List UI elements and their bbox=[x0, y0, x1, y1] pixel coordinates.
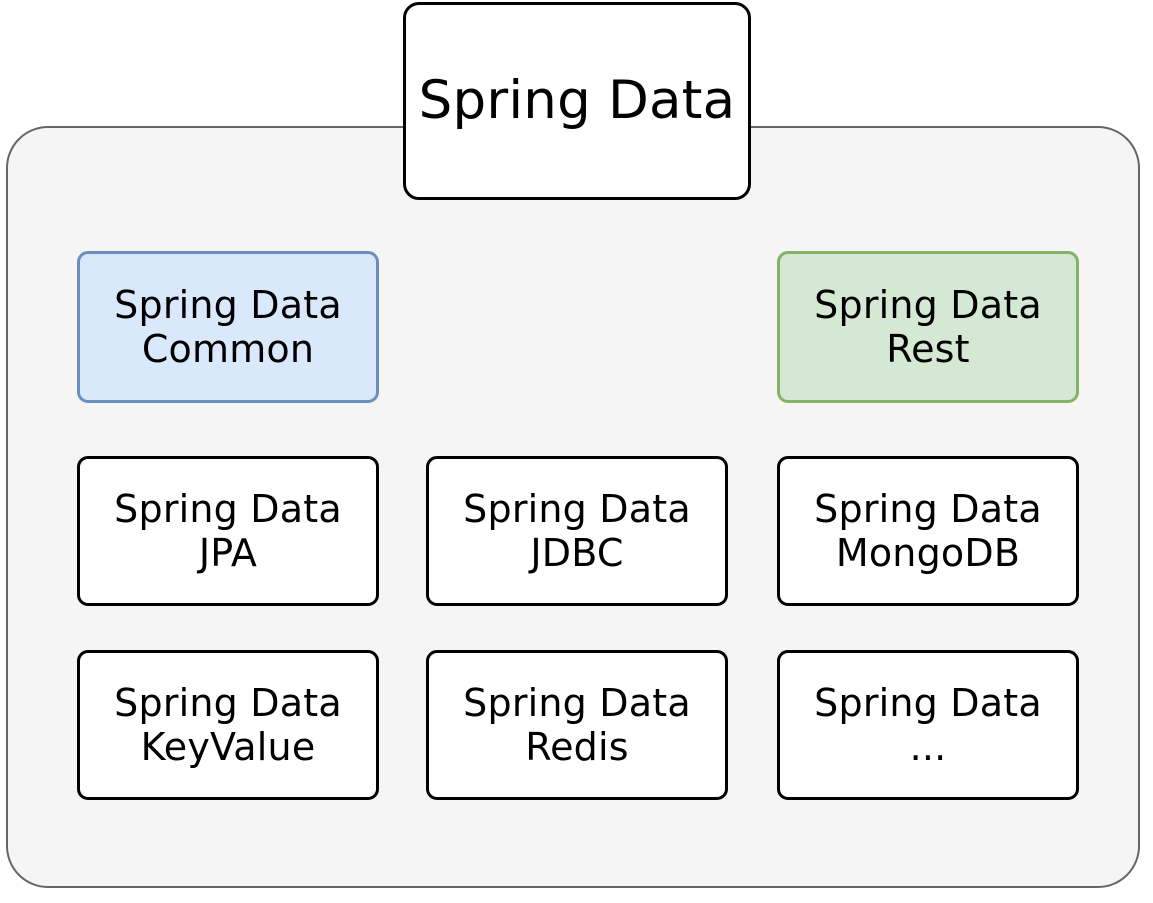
node-spring-data-jdbc[interactable]: Spring Data JDBC bbox=[426, 456, 728, 606]
node-spring-data-rest[interactable]: Spring Data Rest bbox=[777, 251, 1079, 403]
node-spring-data-label: Spring Data bbox=[418, 70, 736, 132]
node-spring-data-redis-label: Spring Data Redis bbox=[463, 680, 691, 769]
node-spring-data-more[interactable]: Spring Data ... bbox=[777, 650, 1079, 800]
node-spring-data-common[interactable]: Spring Data Common bbox=[77, 251, 379, 403]
node-spring-data-jdbc-label: Spring Data JDBC bbox=[463, 486, 691, 575]
node-spring-data-jpa-label: Spring Data JPA bbox=[114, 486, 342, 575]
node-spring-data-keyvalue[interactable]: Spring Data KeyValue bbox=[77, 650, 379, 800]
node-spring-data-rest-label: Spring Data Rest bbox=[814, 282, 1042, 371]
node-spring-data-keyvalue-label: Spring Data KeyValue bbox=[114, 680, 342, 769]
node-spring-data-common-label: Spring Data Common bbox=[114, 282, 342, 371]
node-spring-data-mongodb[interactable]: Spring Data MongoDB bbox=[777, 456, 1079, 606]
node-spring-data[interactable]: Spring Data bbox=[403, 2, 751, 200]
node-spring-data-redis[interactable]: Spring Data Redis bbox=[426, 650, 728, 800]
node-spring-data-jpa[interactable]: Spring Data JPA bbox=[77, 456, 379, 606]
node-spring-data-mongodb-label: Spring Data MongoDB bbox=[814, 486, 1042, 575]
node-spring-data-more-label: Spring Data ... bbox=[814, 680, 1042, 769]
